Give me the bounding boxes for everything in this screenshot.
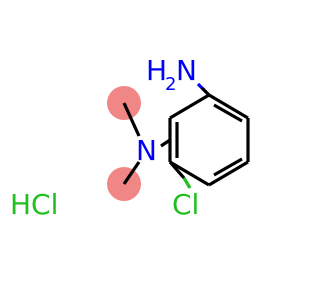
amine-h-label: H (146, 54, 167, 87)
methyl-bond-top (122, 102, 141, 137)
salt-hcl-label: HCl (10, 188, 58, 221)
molecule-drawing: H 2 N N Cl HCl (10, 54, 250, 221)
dimethylamine-n-label: N (136, 134, 157, 167)
ring-bond-1 (208, 93, 249, 120)
ring-bond-6 (169, 93, 210, 120)
ring-double-bond-1 (213, 103, 243, 123)
amine-n-label: N (176, 54, 197, 87)
methyl-bond-bottom (122, 161, 141, 185)
ring-bond-4 (169, 160, 210, 187)
chloro-bond-green (182, 177, 192, 189)
ring-bond-3 (208, 160, 249, 187)
chlorine-label: Cl (172, 188, 199, 221)
amine-h-subscript: 2 (165, 74, 176, 95)
chloro-bond (168, 160, 186, 180)
amine-bond-black (200, 86, 211, 97)
dimethylamine-bond (160, 138, 171, 148)
ring-double-bond-2 (213, 157, 243, 177)
structure-canvas: H 2 N N Cl HCl (10, 54, 250, 221)
